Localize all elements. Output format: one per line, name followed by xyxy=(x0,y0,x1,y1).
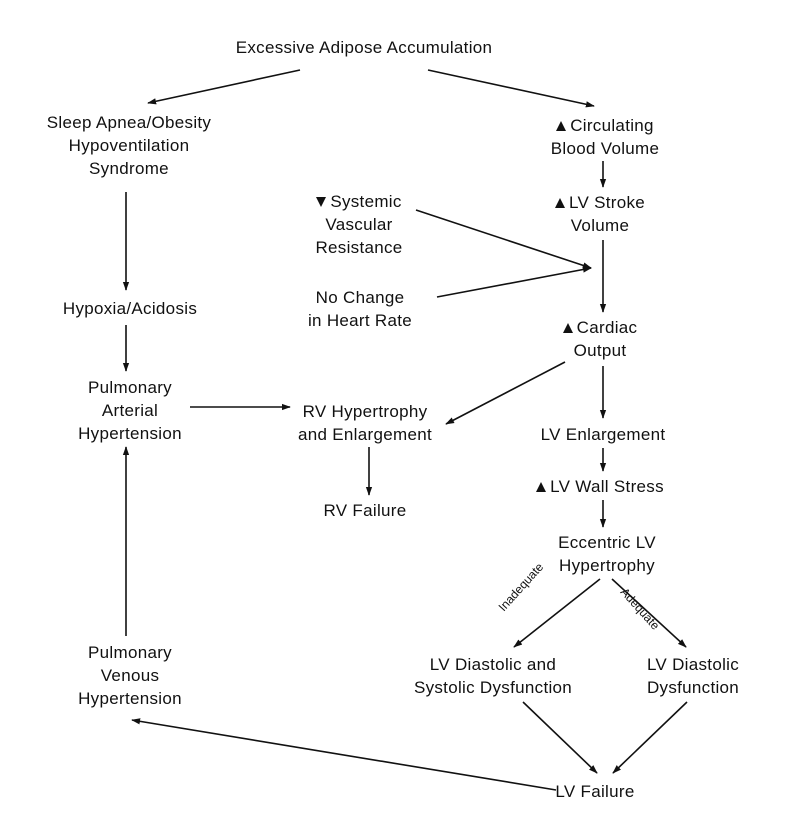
up-arrow-icon xyxy=(556,120,567,131)
edge-lv-failure-to-pvh xyxy=(131,718,557,791)
node-stroke-volume-line: Volume xyxy=(570,216,630,235)
node-blood-volume-line: Circulating xyxy=(570,116,654,135)
node-stroke-volume-line: LV Stroke xyxy=(568,193,646,212)
node-cardiac-output-line: Output xyxy=(573,341,627,360)
node-svr-line: Resistance xyxy=(315,238,403,257)
node-svr-line: Systemic xyxy=(330,192,402,211)
node-svr: Systemic Vascular Resistance xyxy=(284,190,434,259)
edge-heart-rate-to-convergence xyxy=(436,266,592,298)
edge-svr-to-convergence xyxy=(415,209,592,269)
up-arrow-icon xyxy=(554,197,565,208)
node-pulmonary-venous: Pulmonary Venous Hypertension xyxy=(45,641,215,710)
node-stroke-volume: LV Stroke Volume xyxy=(510,191,690,237)
node-lv-diastolic-systolic-line: LV Diastolic and xyxy=(429,655,557,674)
node-pah: Pulmonary Arterial Hypertension xyxy=(50,376,210,445)
node-svr-line: Vascular xyxy=(325,215,393,234)
edge-eccentric-to-lv-dia xyxy=(611,578,687,648)
node-hypoxia-line: Hypoxia/Acidosis xyxy=(62,299,198,318)
node-lv-failure-line: LV Failure xyxy=(555,782,635,801)
node-apnea-line: Hypoventilation xyxy=(68,136,190,155)
node-lv-diastolic: LV Diastolic Dysfunction xyxy=(618,653,768,699)
node-eccentric-lv-line: Eccentric LV xyxy=(558,533,656,552)
node-pah-line: Hypertension xyxy=(78,424,182,443)
node-eccentric-lv: Eccentric LV Hypertrophy xyxy=(527,531,687,577)
node-adipose-line: Excessive Adipose Accumulation xyxy=(235,38,493,57)
node-heart-rate: No Change in Heart Rate xyxy=(280,286,440,332)
edge-lv-dia-to-failure xyxy=(612,701,688,774)
node-lv-failure: LV Failure xyxy=(530,780,660,803)
down-arrow-icon xyxy=(316,196,327,207)
node-rv-hypertrophy-line: RV Hypertrophy xyxy=(302,402,428,421)
node-rv-hypertrophy: RV Hypertrophy and Enlargement xyxy=(280,400,450,446)
node-pulmonary-venous-line: Pulmonary xyxy=(88,643,172,662)
node-cardiac-output: Cardiac Output xyxy=(530,316,670,362)
node-pulmonary-venous-line: Venous xyxy=(100,666,160,685)
node-pah-line: Pulmonary xyxy=(88,378,172,397)
node-heart-rate-line: in Heart Rate xyxy=(307,311,413,330)
node-rv-hypertrophy-line: and Enlargement xyxy=(298,425,432,444)
node-lv-diastolic-line: Dysfunction xyxy=(646,678,740,697)
edge-cardiac-output-to-rv xyxy=(445,361,566,425)
edge-adipose-to-apnea xyxy=(147,69,301,105)
node-lv-wall-stress-line: LV Wall Stress xyxy=(550,477,664,496)
node-heart-rate-line: No Change xyxy=(315,288,405,307)
edge-adipose-to-blood-volume xyxy=(427,69,595,108)
node-blood-volume: Circulating Blood Volume xyxy=(510,114,700,160)
node-rv-failure: RV Failure xyxy=(300,499,430,522)
node-lv-wall-stress: LV Wall Stress xyxy=(500,475,700,498)
node-eccentric-lv-line: Hypertrophy xyxy=(559,556,655,575)
up-arrow-icon xyxy=(562,322,573,333)
node-blood-volume-line: Blood Volume xyxy=(550,139,660,158)
node-lv-enlargement-line: LV Enlargement xyxy=(540,425,666,444)
node-lv-diastolic-line: LV Diastolic xyxy=(646,655,740,674)
node-cardiac-output-line: Cardiac xyxy=(576,318,638,337)
node-apnea-line: Sleep Apnea/Obesity xyxy=(46,113,212,132)
node-apnea: Sleep Apnea/Obesity Hypoventilation Synd… xyxy=(14,111,244,180)
up-arrow-icon xyxy=(536,481,547,492)
node-lv-diastolic-systolic: LV Diastolic and Systolic Dysfunction xyxy=(388,653,598,699)
node-adipose: Excessive Adipose Accumulation xyxy=(164,36,564,59)
node-rv-failure-line: RV Failure xyxy=(323,501,407,520)
node-lv-diastolic-systolic-line: Systolic Dysfunction xyxy=(413,678,573,697)
node-pah-line: Arterial xyxy=(101,401,159,420)
node-hypoxia: Hypoxia/Acidosis xyxy=(25,297,235,320)
edge-eccentric-to-lv-dia-sys xyxy=(513,578,601,648)
node-apnea-line: Syndrome xyxy=(89,159,169,178)
node-pulmonary-venous-line: Hypertension xyxy=(78,689,182,708)
edge-lv-dia-sys-to-failure xyxy=(522,701,598,774)
node-lv-enlargement: LV Enlargement xyxy=(508,423,698,446)
